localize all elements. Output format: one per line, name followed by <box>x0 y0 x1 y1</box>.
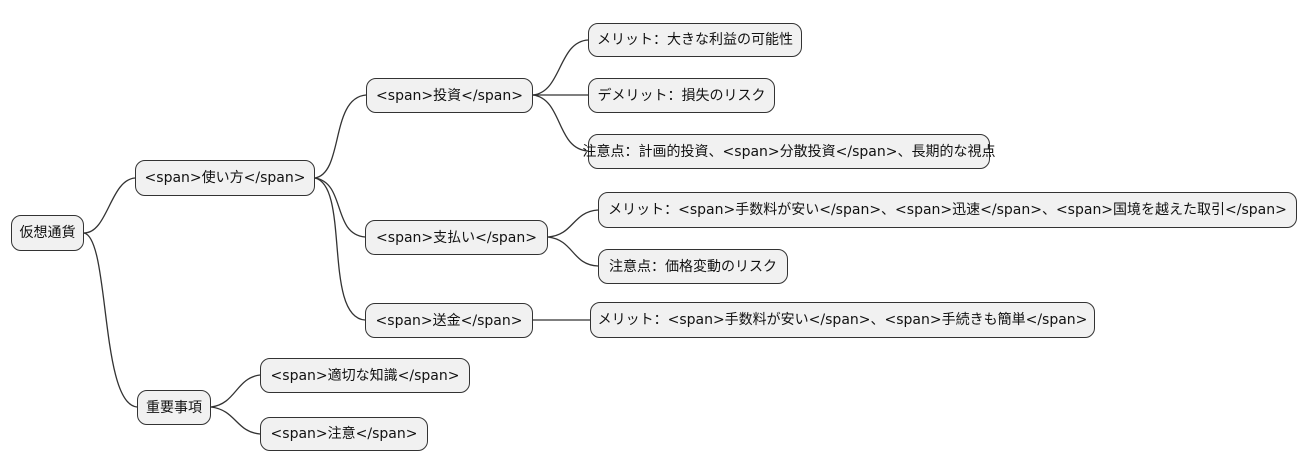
node-label: メリット：<span>手数料が安い</span>、<span>迅速</span>… <box>608 202 1287 218</box>
node-remittance: <span>送金</span> <box>365 303 533 338</box>
node-investment-merit: メリット：大きな利益の可能性 <box>588 23 802 57</box>
node-important-matters: 重要事項 <box>137 390 211 425</box>
node-label: <span>投資</span> <box>376 87 523 104</box>
node-label: <span>送金</span> <box>375 312 523 329</box>
edge-investment-to-caution <box>532 94 589 152</box>
node-label: <span>使い方</span> <box>144 170 306 186</box>
node-label: 注意点：計画的投資、<span>分散投資</span>、長期的な視点 <box>582 143 996 160</box>
edge-important-to-knowledge <box>210 374 261 408</box>
node-label: <span>支払い</span> <box>376 229 537 246</box>
edge-howtouse-to-investment <box>314 94 367 179</box>
node-investment-caution: 注意点：計画的投資、<span>分散投資</span>、長期的な視点 <box>583 134 995 169</box>
node-payment-merit: メリット：<span>手数料が安い</span>、<span>迅速</span>… <box>598 192 1297 228</box>
node-caution: <span>注意</span> <box>260 417 428 451</box>
edge-root-to-howtouse <box>83 177 136 234</box>
edge-howtouse-to-remittance <box>314 177 366 321</box>
node-label: 重要事項 <box>146 399 202 416</box>
node-label: デメリット：損失のリスク <box>597 87 766 104</box>
edge-investment-to-merit <box>532 39 589 96</box>
node-label: 仮想通貨 <box>19 225 76 241</box>
edge-payment-to-caution <box>547 236 599 267</box>
node-label: メリット：<span>手数料が安い</span>、<span>手続きも簡単</s… <box>597 312 1088 328</box>
node-investment-demerit: デメリット：損失のリスク <box>588 78 775 113</box>
edge-payment-to-merit <box>547 209 599 238</box>
edge-root-to-important <box>83 232 138 408</box>
node-payment-caution: 注意点：価格変動のリスク <box>598 249 788 284</box>
node-label: メリット：大きな利益の可能性 <box>597 32 793 48</box>
node-proper-knowledge: <span>適切な知識</span> <box>260 358 470 393</box>
edge-important-to-caution <box>210 406 261 435</box>
node-root-cryptocurrency: 仮想通貨 <box>11 215 84 251</box>
node-remittance-merit: メリット：<span>手数料が安い</span>、<span>手続きも簡単</s… <box>590 302 1095 338</box>
edge-howtouse-to-payment <box>314 177 366 238</box>
node-investment: <span>投資</span> <box>366 78 533 113</box>
node-label: <span>注意</span> <box>270 426 418 442</box>
node-label: 注意点：価格変動のリスク <box>609 258 777 275</box>
node-label: <span>適切な知識</span> <box>270 367 460 384</box>
node-how-to-use: <span>使い方</span> <box>135 160 315 196</box>
node-payment: <span>支払い</span> <box>365 220 548 255</box>
